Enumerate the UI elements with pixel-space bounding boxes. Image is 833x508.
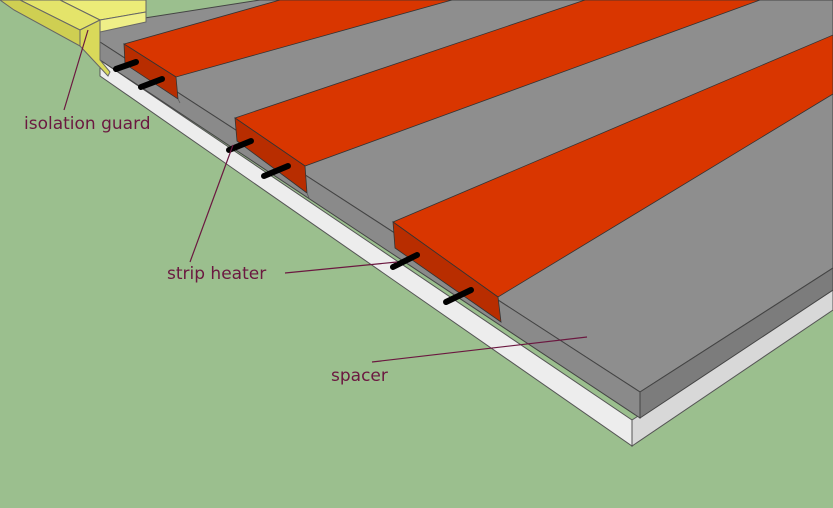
- strip-heater-3: [392, 34, 833, 323]
- lead-1a: [113, 59, 139, 72]
- lead-3a: [390, 252, 420, 270]
- label-strip-heater: strip heater: [167, 264, 266, 284]
- isolation-guard: [0, 0, 147, 77]
- leader-isolation-guard: [63, 29, 89, 111]
- strip-heater-1: [123, 0, 453, 100]
- lead-3b: [443, 287, 474, 305]
- label-spacer: spacer: [331, 366, 388, 386]
- leader-strip-heater-b: [284, 261, 398, 274]
- isolation-guard-back: [99, 11, 147, 33]
- strip-heater-3-front: [392, 221, 502, 323]
- lead-1b: [138, 76, 165, 90]
- spacer-seams: [177, 98, 310, 199]
- isolation-guard-side: [0, 0, 81, 47]
- leader-spacer: [371, 336, 588, 363]
- spacer-right-face: [639, 267, 833, 419]
- lead-2b: [261, 163, 291, 179]
- strip-heaters: [123, 0, 833, 323]
- label-isolation-guard: isolation guard: [24, 114, 151, 134]
- strip-heater-2: [234, 0, 761, 194]
- lead-2a: [226, 138, 254, 153]
- heater-leads: [113, 59, 474, 305]
- leader-lines: [63, 29, 588, 363]
- leader-strip-heater-a: [189, 144, 234, 263]
